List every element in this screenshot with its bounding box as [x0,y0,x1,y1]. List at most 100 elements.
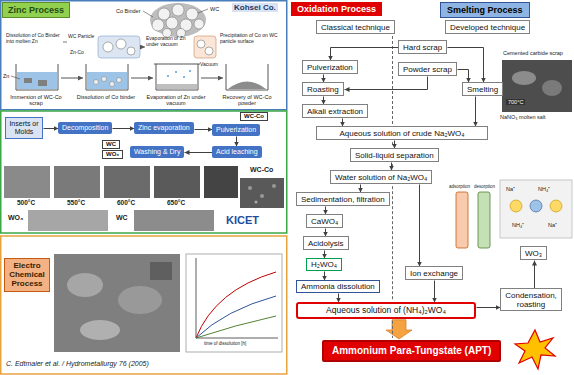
illustration-part [272,184,276,188]
node-text: Aqueous solution of (NH₄)₂WO₄ [303,306,469,316]
connector-arrow [434,281,435,303]
illustration-part [157,84,197,89]
illustration-part [152,19,164,31]
illustration-part [196,272,276,338]
process-box: Pulverization [302,60,358,74]
citation: C. Edtmaier et al. / Hydrometallurgy 76 … [6,360,149,368]
illustration-part [228,82,266,90]
process-box: Water solution of Na₂WO₄ [330,170,432,184]
column-label: desorption [474,184,495,189]
node-text: Condensation, roasting [505,291,557,309]
connector-arrow [195,129,213,130]
connector-arrow [534,261,535,289]
grain-cluster [143,3,208,38]
connector-arrow [477,307,501,308]
illustration-part [201,78,223,79]
node-text: Zinc Process [8,5,64,15]
process-box: Acidolysis [303,236,349,250]
node-text: Developed technique [450,23,525,32]
part-label: WC [210,6,219,12]
illustration-part [183,76,185,78]
illustration-part [116,39,126,49]
product-label: WO₃ [8,214,23,222]
node-text: Classical technique [321,23,390,32]
sample-photos [4,166,284,231]
process-box: Hard scrap [398,40,447,54]
illustration-part [134,210,214,231]
node-text: Hard scrap [403,43,442,52]
node-text: WC-Co [244,113,264,120]
illustration-part [196,316,276,338]
beakers [11,64,268,90]
product-tag: WC [102,140,120,149]
part-label: WC Particle [68,34,94,40]
illustration-part [110,82,115,87]
illustration-part [194,19,204,29]
node-text: Smelting Process [447,5,523,15]
photo-caption: NaNO₃ molten salt [500,114,546,120]
illustration-part [154,63,200,64]
process-box: Powder scrap [398,62,457,76]
illustration-part [131,78,153,79]
illustration-part [150,262,172,280]
illustration-part [11,76,20,79]
illustration-part [196,296,276,338]
illustration-part [63,42,67,43]
flow-arrow [386,320,412,339]
node-text: Aqueous solution of crude Na₂WO₄ [321,129,483,138]
node-text: Acidolysis [308,239,344,248]
connector-arrow [475,97,476,127]
illustration-part [167,75,169,77]
node-text: H₂WO₄ [311,260,337,269]
node-text: WO₃ [525,249,542,258]
illustration-part [510,200,522,212]
temperature-label: 500°C [17,199,35,206]
node-text: Smelting [467,85,498,94]
step-caption: Evaporation of Zn under vacuum [144,94,208,107]
illustration-part [4,166,50,198]
product-label: WC-Co [248,166,275,174]
process-box: Solid-liquid separation [350,148,439,162]
illustration-part [260,194,264,198]
illustration-part [1,111,287,233]
node-text: Pulverization [216,126,256,134]
node-text: Inserts or Molds [9,120,39,136]
node-text: Decomposition [62,124,108,132]
ion-diagram [500,180,572,238]
illustration-part [226,64,268,90]
divider-line [392,321,393,338]
node-text: Washing & Dry [134,148,180,156]
illustration-part [94,80,99,85]
node-text: Oxidation Process [297,4,376,14]
step-note: Precipitation of Co on WC particle surfa… [220,33,282,45]
illustration-part [86,64,128,90]
illustration-part [117,78,122,83]
process-box: Washing & Dry [130,146,184,158]
process-box: Alkali extraction [302,104,368,118]
section-tag: Oxidation Process [291,2,382,16]
illustration-part [530,200,542,212]
node-text: Ammonium Para-Tungstate (APT) [332,345,491,357]
connector-arrow [458,70,469,83]
illustration-part [186,254,282,352]
product-tag: WC-Co [240,112,268,121]
ion-label: NH₄⁺ [512,222,524,228]
illustration-part [141,47,145,48]
connector-arrow [185,152,213,153]
node-text: Water solution of Na₂WO₄ [335,173,427,182]
illustration-part [143,11,153,17]
node-text: Sedimentation, filtration [301,195,385,204]
illustration-part [198,9,208,13]
illustration-part [172,4,184,16]
step-note: Dissolution of Co Binder into molten Zn [6,33,62,45]
illustration-part [104,166,150,198]
part-label: Zn [3,73,9,79]
process-box: Aqueous solution of (NH₄)₂WO₄ [296,302,476,319]
column-heading: Developed technique [445,20,530,34]
illustration-part [17,72,57,89]
node-text: Acid leaching [216,148,258,156]
process-box: Decomposition [58,122,112,134]
divider-line [392,142,393,146]
illustration-part [542,80,562,96]
